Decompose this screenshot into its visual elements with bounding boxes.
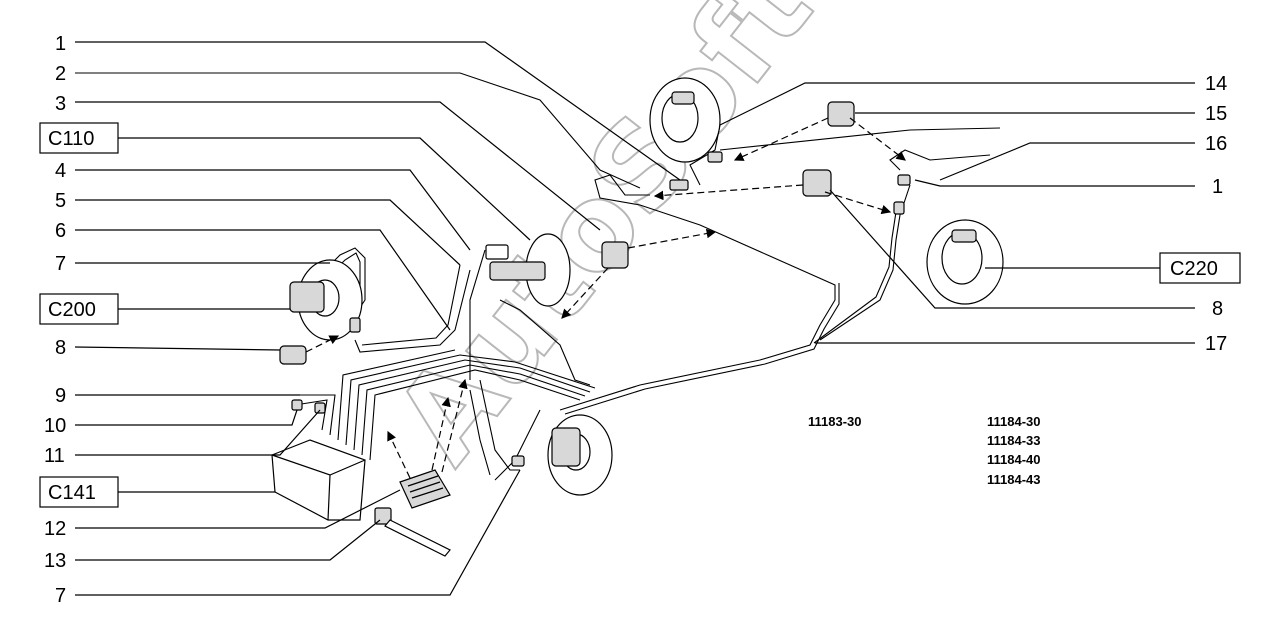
model-code-b-4: 11184-43 <box>987 472 1041 487</box>
callout-7-bottom: 7 <box>55 585 66 607</box>
callout-13: 13 <box>44 550 66 572</box>
callout-c220-box <box>1159 252 1241 284</box>
callout-2: 2 <box>55 63 66 85</box>
callout-10: 10 <box>44 415 66 437</box>
pipe-clip-15 <box>827 101 855 127</box>
model-code-b-2: 11184-33 <box>987 433 1041 448</box>
callout-4: 4 <box>55 160 66 182</box>
callout-1-top: 1 <box>55 33 66 55</box>
brake-booster <box>485 233 571 307</box>
leader-lines <box>74 41 1195 596</box>
callout-c200: C200 <box>48 299 96 321</box>
callout-7-top: 7 <box>55 253 66 275</box>
cable-tie <box>374 507 451 557</box>
callout-c200-box <box>39 293 119 325</box>
callout-8-right: 8 <box>1212 298 1223 320</box>
rear-right-brake-drum <box>926 219 1004 305</box>
callout-c141-box <box>39 476 119 508</box>
callout-14: 14 <box>1205 73 1227 95</box>
pipe-clip-8-right <box>802 169 832 197</box>
callout-17: 17 <box>1205 333 1227 355</box>
callout-c110-box <box>39 122 119 154</box>
model-code-a-1: 11183-30 <box>808 414 862 429</box>
abs-module <box>271 439 366 521</box>
callout-6: 6 <box>55 220 66 242</box>
callout-9: 9 <box>55 385 66 407</box>
callout-16: 16 <box>1205 133 1227 155</box>
callout-15: 15 <box>1205 103 1227 125</box>
callout-8-left: 8 <box>55 337 66 359</box>
pipe-clip-block <box>399 469 451 509</box>
pipe-fittings <box>291 151 911 467</box>
model-code-b-3: 11184-40 <box>987 452 1041 467</box>
pipe-clip-8-left <box>279 345 307 365</box>
exploded-view-arrows <box>305 117 906 479</box>
callout-11: 11 <box>44 445 65 467</box>
callout-12: 12 <box>44 518 66 540</box>
callout-3: 3 <box>55 93 66 115</box>
callout-c141: C141 <box>48 482 96 504</box>
callout-1-right: 1 <box>1212 176 1223 198</box>
pipe-clip-3 <box>601 241 629 269</box>
callout-c110: C110 <box>48 128 94 150</box>
model-code-b-1: 11184-30 <box>987 414 1041 429</box>
front-left-brake-disc <box>289 259 363 341</box>
callout-c220: C220 <box>1170 258 1218 280</box>
callout-5: 5 <box>55 190 66 212</box>
rear-left-brake-drum <box>649 77 721 163</box>
front-right-brake-disc <box>547 414 613 496</box>
